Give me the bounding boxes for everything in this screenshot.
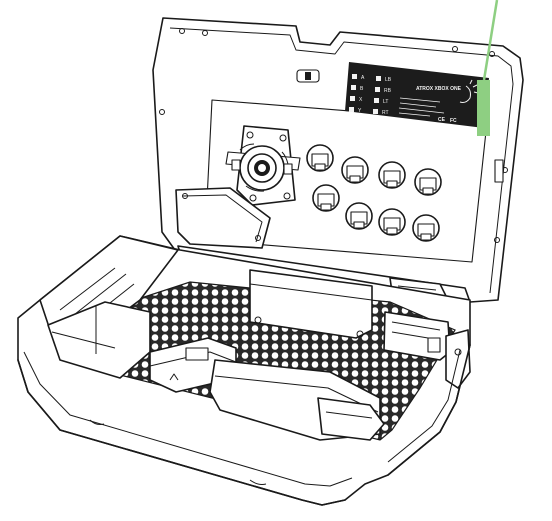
button-housing [412, 214, 440, 242]
right-bracket [383, 311, 471, 389]
joystick-assembly [225, 125, 301, 206]
callout-pointer [477, 0, 499, 136]
button-housing [378, 208, 406, 236]
callout-line [482, 0, 499, 81]
lid-pcb-bracket [175, 187, 271, 249]
sticker-label-a: A [361, 75, 365, 81]
sticker-label-lb: LB [385, 77, 392, 83]
sticker-label-lt: LT [383, 99, 388, 105]
button-housing [341, 156, 369, 184]
base-tray [17, 235, 471, 506]
razer-logo-icon [459, 79, 479, 103]
button-map-sticker: ATROX XBOX ONE A LB B RB X LT Y RT [345, 62, 489, 128]
sticker-cert-ce: CE [438, 117, 446, 123]
open-lid: ATROX XBOX ONE A LB B RB X LT Y RT [152, 0, 524, 303]
front-rim [17, 359, 346, 506]
right-rim [387, 344, 471, 476]
sticker-label-rb: RB [384, 88, 392, 94]
sticker-brand: ATROX XBOX ONE [416, 86, 462, 92]
button-housing [414, 168, 442, 196]
lid-side-connector [494, 159, 504, 183]
button-housing [312, 184, 340, 212]
sticker-label-x: X [359, 97, 363, 103]
callout-highlight [477, 80, 490, 136]
lid-screw-holes [159, 28, 508, 243]
front-right-cover [209, 359, 385, 441]
lid-switch [296, 69, 320, 83]
sticker-label-b: B [360, 86, 364, 92]
center-rear-block [249, 269, 373, 339]
button-housings [306, 144, 442, 242]
button-housing [306, 144, 334, 172]
sticker-label-y: Y [358, 108, 362, 114]
button-housing [345, 202, 373, 230]
sticker-label-rt: RT [382, 110, 389, 116]
sticker-cert-fc: FC [450, 118, 457, 124]
button-housing [378, 161, 406, 189]
lid-rim [169, 27, 514, 294]
